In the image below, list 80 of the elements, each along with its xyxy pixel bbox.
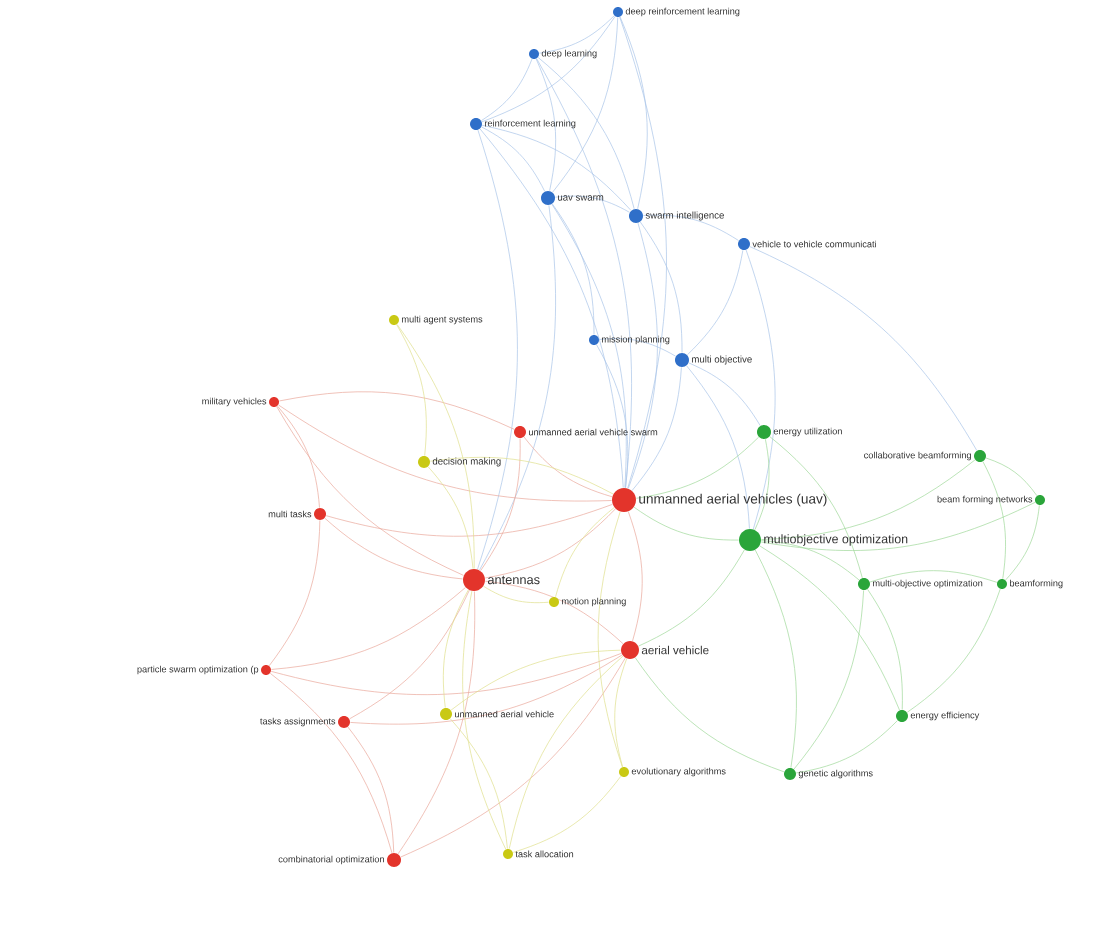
- link-curve: [985, 457, 1038, 496]
- link-curve: [397, 591, 476, 855]
- link-curve: [687, 249, 744, 356]
- link-curve: [481, 58, 533, 121]
- link-curve: [396, 324, 427, 456]
- link-curve: [324, 517, 463, 580]
- link-curve: [270, 653, 622, 695]
- link-curve: [278, 404, 612, 502]
- link-curve: [512, 775, 622, 853]
- link-curve: [596, 344, 629, 489]
- link-curve: [430, 456, 614, 495]
- link-curve: [276, 406, 464, 576]
- link-curve: [400, 657, 626, 858]
- link-curve: [761, 540, 860, 581]
- link-curve: [551, 203, 627, 488]
- link-curve: [754, 549, 797, 768]
- link-curve: [795, 720, 898, 774]
- link-curve: [754, 438, 770, 531]
- link-curve: [686, 365, 750, 529]
- link-curve: [869, 570, 998, 583]
- link-curve: [906, 588, 1001, 713]
- link-curve: [749, 246, 978, 451]
- link-curve: [555, 195, 630, 213]
- link-curve: [597, 511, 623, 768]
- link-curve: [277, 405, 320, 508]
- link-curve: [619, 16, 667, 489]
- link-curve: [462, 590, 507, 850]
- link-curve: [350, 654, 623, 725]
- link-curve: [867, 588, 903, 710]
- link-curve: [555, 507, 615, 598]
- link-curve: [634, 657, 785, 773]
- link-curve: [523, 436, 613, 498]
- link-curve: [793, 590, 864, 770]
- link-curve: [484, 508, 616, 579]
- link-curve: [761, 459, 976, 540]
- link-curve: [614, 658, 627, 768]
- link-curve: [1005, 505, 1040, 581]
- link-curve: [325, 504, 613, 537]
- link-curve: [639, 221, 683, 353]
- link-curve: [760, 502, 1036, 551]
- link-curve: [627, 511, 643, 642]
- link-curve: [539, 15, 615, 54]
- link-curve: [480, 438, 521, 572]
- link-curve: [278, 391, 515, 430]
- link-curve: [627, 222, 658, 489]
- link-curve: [631, 367, 682, 491]
- link-curve: [759, 545, 900, 711]
- link-curve: [449, 718, 508, 849]
- link-curve: [427, 466, 474, 569]
- link-curve: [982, 461, 1006, 579]
- link-curve: [479, 205, 556, 571]
- link-curve: [552, 203, 595, 335]
- link-curve: [619, 16, 648, 210]
- link-curve: [481, 124, 632, 211]
- link-curve: [484, 580, 624, 645]
- link-curve: [442, 589, 469, 708]
- link-curve: [483, 585, 549, 604]
- link-curve: [347, 726, 395, 853]
- link-curve: [269, 672, 393, 854]
- link-curve: [745, 249, 776, 530]
- link-curve: [643, 214, 739, 241]
- link-curve: [349, 590, 470, 720]
- link-curve: [638, 549, 745, 647]
- link-curve: [271, 587, 466, 670]
- link-curve: [537, 57, 635, 210]
- link-curve: [599, 338, 676, 357]
- link-curve: [479, 128, 624, 488]
- link-curve: [450, 649, 621, 711]
- link-curve: [552, 17, 619, 193]
- link-curve: [633, 506, 739, 541]
- link-curve: [508, 655, 624, 850]
- link-curve: [535, 58, 556, 192]
- link-curve: [688, 362, 761, 426]
- link-curve: [477, 129, 518, 570]
- link-curve: [769, 436, 863, 579]
- link-curve: [635, 436, 759, 499]
- link-curve: [396, 324, 475, 569]
- link-curve: [268, 520, 321, 667]
- link-curve: [481, 16, 616, 123]
- link-curve: [481, 126, 546, 192]
